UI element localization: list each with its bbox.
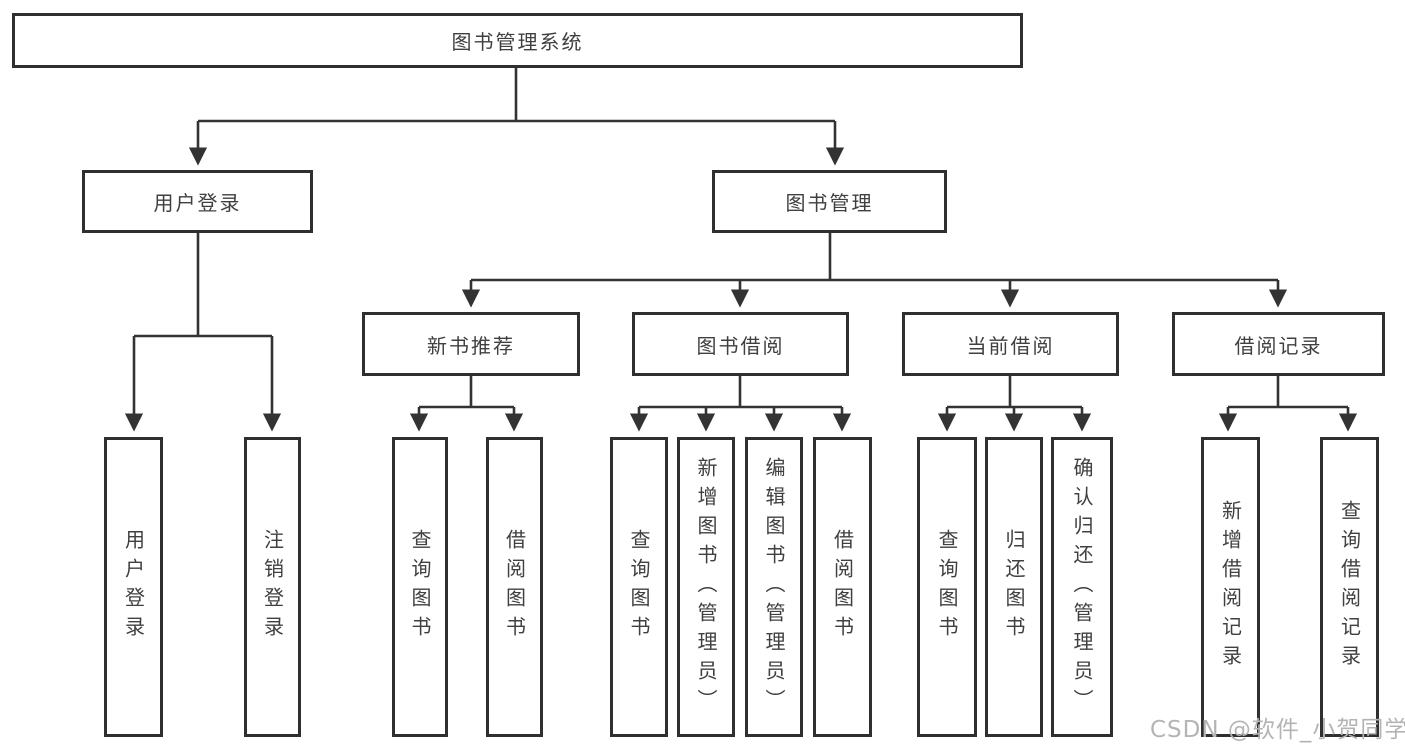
- node-leaf-rec-query-record: 查询借阅记录: [1320, 437, 1379, 737]
- node-book-borrow: 图书借阅: [632, 312, 849, 376]
- node-leaf-user-login: 用户登录: [104, 437, 163, 737]
- node-leaf-nb-query-books: 查询图书: [392, 437, 448, 737]
- node-leaf-bw-edit-book-admin: 编辑图书（管理员）: [745, 437, 803, 737]
- tree-branch-lines: [134, 68, 1348, 409]
- node-leaf-bw-query-books: 查询图书: [610, 437, 668, 737]
- node-user-login: 用户登录: [82, 170, 313, 233]
- node-leaf-bw-borrow-books: 借阅图书: [813, 437, 872, 737]
- node-borrow-records: 借阅记录: [1172, 312, 1385, 376]
- node-leaf-logout: 注销登录: [244, 437, 301, 737]
- node-root: 图书管理系统: [12, 13, 1023, 68]
- node-leaf-rec-add-record: 新增借阅记录: [1201, 437, 1260, 737]
- csdn-watermark: CSDN @软件_小贺同学: [1150, 717, 1405, 743]
- node-leaf-cur-confirm-return-admin: 确认归还（管理员）: [1051, 437, 1113, 737]
- node-current-borrow: 当前借阅: [902, 312, 1119, 376]
- node-leaf-nb-borrow-books: 借阅图书: [486, 437, 543, 737]
- node-book-mgmt: 图书管理: [712, 170, 947, 233]
- node-new-books: 新书推荐: [362, 312, 580, 376]
- node-leaf-bw-add-book-admin: 新增图书（管理员）: [677, 437, 735, 737]
- node-leaf-cur-query-books: 查询图书: [917, 437, 977, 737]
- node-leaf-cur-return-book: 归还图书: [985, 437, 1043, 737]
